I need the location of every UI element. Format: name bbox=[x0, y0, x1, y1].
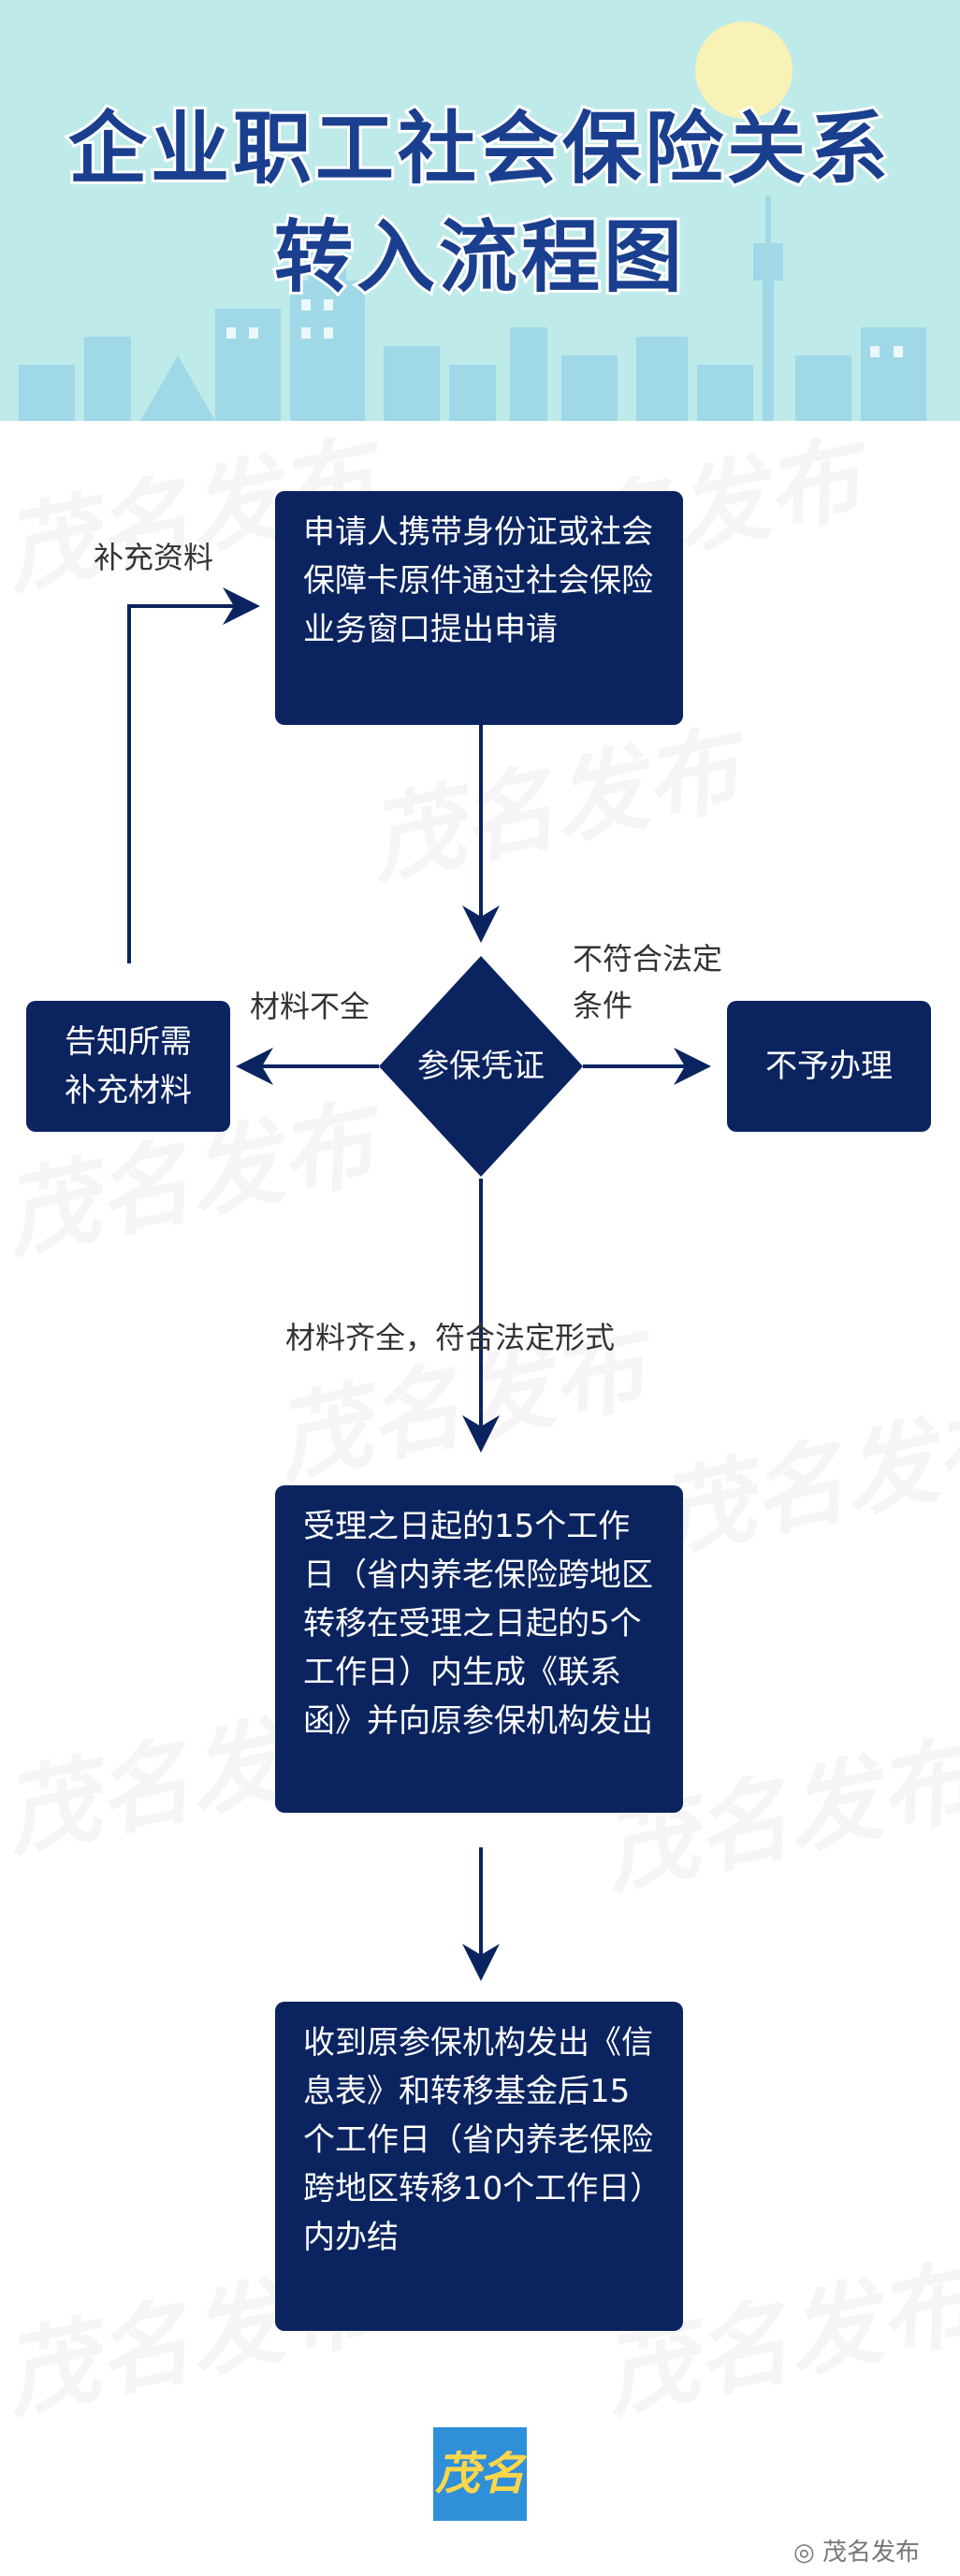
wechat-account-name: 茂名发布 bbox=[822, 2539, 920, 2567]
node-finish: 收到原参保机构发出《信息表》和转移基金后15个工作日（省内养老保险跨地区转移10… bbox=[275, 2002, 683, 2331]
decision-label: 参保凭证 bbox=[417, 1048, 545, 1085]
watermark: 茂名发布 bbox=[648, 1385, 960, 1572]
header-banner: 企业职工社会保险关系 转入流程图 bbox=[0, 0, 960, 421]
edge-label-supplement: 补充资料 bbox=[94, 540, 214, 575]
edge-label-incomplete: 材料不全 bbox=[250, 989, 371, 1024]
node-apply: 申请人携带身份证或社会保障卡原件通过社会保险业务窗口提出申请 bbox=[275, 491, 683, 725]
edge-label-not-legal-2: 条件 bbox=[573, 988, 633, 1023]
brand-logo: 茂名 bbox=[433, 2427, 527, 2521]
wechat-account-label: ◎ 茂名发布 bbox=[793, 2533, 920, 2568]
page-title-line-1: 企业职工社会保险关系 bbox=[65, 100, 892, 197]
node-reject: 不予办理 bbox=[727, 1001, 931, 1132]
city-skyline-illustration bbox=[19, 22, 926, 421]
node-accept: 受理之日起的15个工作日（省内养老保险跨地区转移在受理之日起的5个工作日）内生成… bbox=[275, 1485, 683, 1813]
edge-label-complete: 材料齐全，符合法定形式 bbox=[285, 1320, 616, 1355]
arrow-notify-to-apply bbox=[127, 587, 260, 963]
wechat-icon: ◎ bbox=[793, 2539, 822, 2567]
edge-label-not-legal-1: 不符合法定 bbox=[573, 941, 723, 977]
node-notify: 告知所需补充材料 bbox=[26, 1001, 230, 1132]
page-title-line-2: 转入流程图 bbox=[271, 209, 686, 306]
